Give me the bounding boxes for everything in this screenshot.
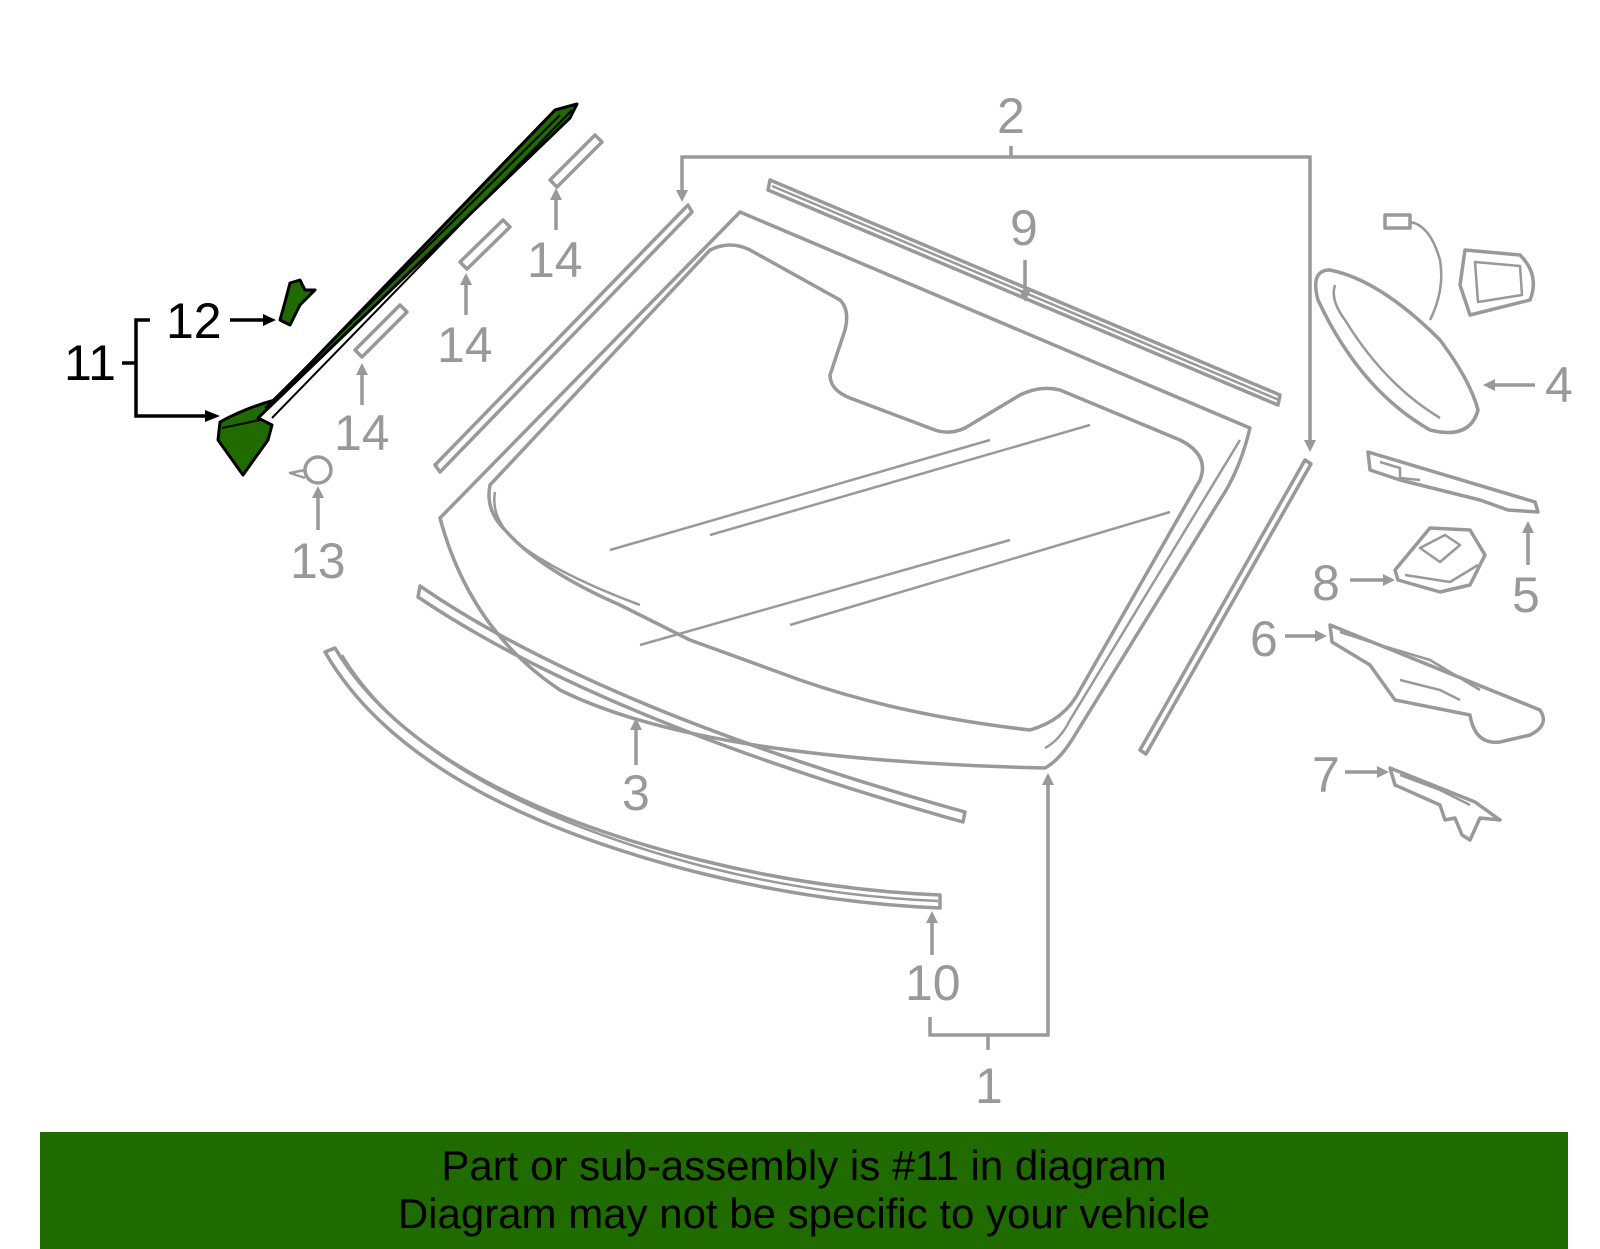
callout-2: 2 <box>997 88 1025 144</box>
lower-molding <box>416 584 967 824</box>
pillar-strip-1 <box>548 133 604 189</box>
callout-14c: 14 <box>334 405 390 461</box>
side-molding-right <box>1138 458 1313 756</box>
callout-13: 13 <box>290 533 346 589</box>
rear-view-mirror <box>1314 213 1536 435</box>
callout-12: 12 <box>166 293 222 349</box>
windshield-glass <box>438 210 1252 770</box>
callout-3: 3 <box>622 765 650 821</box>
callout-5: 5 <box>1512 567 1540 623</box>
clip <box>288 455 333 485</box>
callout-11: 11 <box>64 335 116 391</box>
highlighted-end-cap <box>278 278 317 327</box>
leader-lines <box>122 146 1535 1050</box>
callout-10: 10 <box>905 955 961 1011</box>
highlighted-pillar-garnish <box>216 102 579 477</box>
banner-line-1: Part or sub-assembly is #11 in diagram <box>441 1142 1167 1189</box>
pillar-strip-2 <box>458 218 512 271</box>
rain-sensor <box>1393 526 1487 594</box>
overhead-trim <box>1328 623 1546 744</box>
info-banner: Part or sub-assembly is #11 in diagram D… <box>40 1132 1568 1249</box>
bracket <box>1388 766 1502 842</box>
pillar-strip-3 <box>353 303 409 359</box>
callout-labels: 1 2 3 4 5 6 7 8 9 10 11 12 13 14 14 14 <box>64 88 1573 1114</box>
banner-line-2: Diagram may not be specific to your vehi… <box>397 1190 1211 1237</box>
cowl-seal <box>323 646 942 910</box>
callout-7: 7 <box>1312 747 1340 803</box>
callout-14a: 14 <box>527 232 583 288</box>
callout-8: 8 <box>1312 555 1340 611</box>
callout-9: 9 <box>1010 200 1038 256</box>
side-molding-left <box>433 203 694 474</box>
mirror-cover <box>1366 450 1540 514</box>
callout-1: 1 <box>975 1058 1003 1114</box>
callout-14b: 14 <box>437 317 493 373</box>
callout-6: 6 <box>1250 611 1278 667</box>
callout-4: 4 <box>1545 357 1573 413</box>
